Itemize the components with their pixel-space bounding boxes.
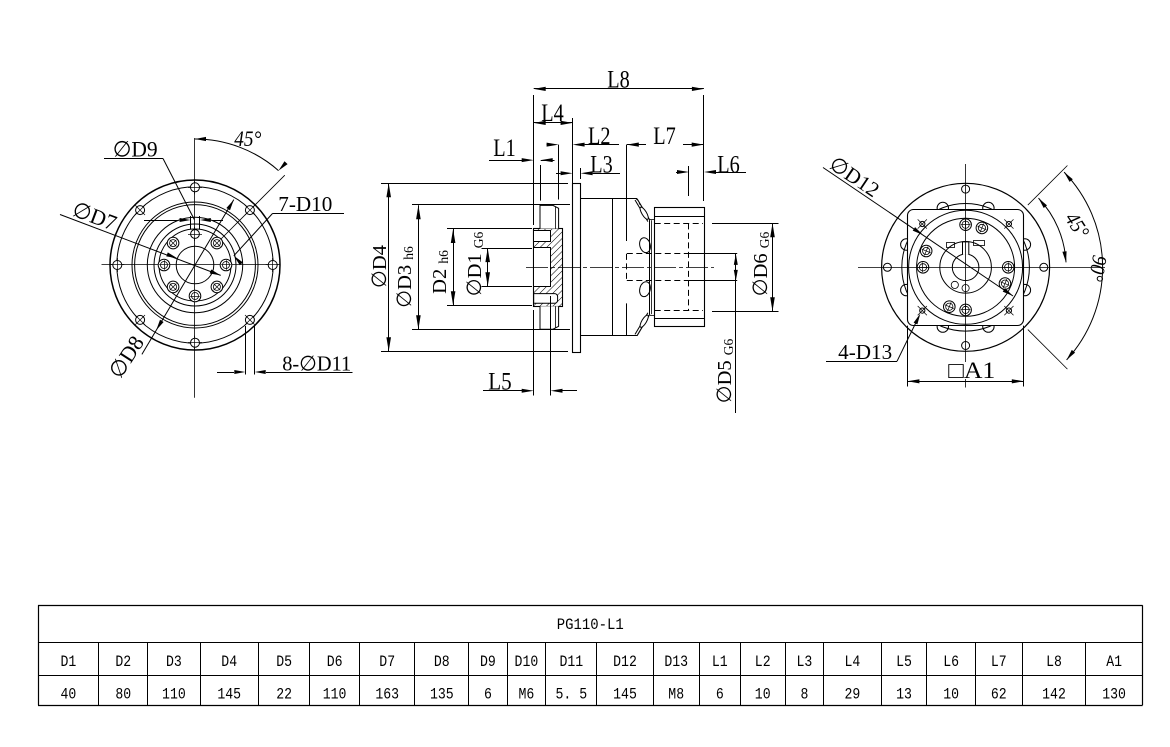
svg-text:6: 6 bbox=[484, 686, 492, 704]
svg-text:135: 135 bbox=[430, 686, 454, 704]
svg-text:L8: L8 bbox=[1046, 653, 1062, 671]
svg-text:D5: D5 bbox=[276, 653, 292, 671]
svg-text:145: 145 bbox=[613, 686, 637, 704]
svg-text:130: 130 bbox=[1102, 686, 1126, 704]
svg-text:D7: D7 bbox=[379, 653, 395, 671]
svg-text:L4: L4 bbox=[541, 100, 564, 127]
svg-text:10: 10 bbox=[755, 686, 771, 704]
svg-text:163: 163 bbox=[375, 686, 399, 704]
svg-text:110: 110 bbox=[323, 686, 347, 704]
svg-text:D12: D12 bbox=[613, 653, 637, 671]
svg-text:∅D9: ∅D9 bbox=[113, 136, 158, 161]
svg-text:7-D10: 7-D10 bbox=[278, 192, 332, 216]
svg-text:45°: 45° bbox=[234, 126, 261, 151]
svg-text:8: 8 bbox=[800, 686, 808, 704]
svg-text:M8: M8 bbox=[668, 686, 684, 704]
svg-text:D6: D6 bbox=[327, 653, 343, 671]
svg-text:62: 62 bbox=[991, 686, 1007, 704]
svg-text:L8: L8 bbox=[607, 67, 630, 94]
svg-text:∅D3 h6: ∅D3 h6 bbox=[394, 246, 416, 308]
svg-text:40: 40 bbox=[61, 686, 77, 704]
svg-text:13: 13 bbox=[896, 686, 912, 704]
svg-text:D8: D8 bbox=[434, 653, 450, 671]
svg-text:□A1: □A1 bbox=[948, 358, 995, 383]
svg-text:D9: D9 bbox=[480, 653, 496, 671]
svg-text:L5: L5 bbox=[488, 369, 512, 396]
svg-text:D13: D13 bbox=[664, 653, 688, 671]
svg-text:∅D4: ∅D4 bbox=[369, 245, 391, 288]
svg-text:142: 142 bbox=[1042, 686, 1066, 704]
svg-text:L4: L4 bbox=[845, 653, 861, 671]
svg-text:D4: D4 bbox=[221, 653, 237, 671]
svg-text:22: 22 bbox=[276, 686, 292, 704]
svg-text:A1: A1 bbox=[1106, 653, 1122, 671]
svg-text:5. 5: 5. 5 bbox=[556, 686, 588, 704]
svg-text:L3: L3 bbox=[590, 152, 613, 179]
svg-text:L2: L2 bbox=[755, 653, 771, 671]
svg-text:M6: M6 bbox=[519, 686, 535, 704]
svg-text:D3: D3 bbox=[166, 653, 182, 671]
svg-text:29: 29 bbox=[845, 686, 861, 704]
svg-text:6: 6 bbox=[716, 686, 724, 704]
svg-text:80: 80 bbox=[115, 686, 131, 704]
svg-text:L1: L1 bbox=[712, 653, 728, 671]
svg-text:L3: L3 bbox=[797, 653, 813, 671]
svg-text:L5: L5 bbox=[896, 653, 912, 671]
svg-text:D2: D2 bbox=[115, 653, 131, 671]
svg-text:L7: L7 bbox=[991, 653, 1007, 671]
svg-text:L6: L6 bbox=[943, 653, 959, 671]
svg-text:L1: L1 bbox=[493, 135, 516, 162]
svg-text:L6: L6 bbox=[717, 152, 740, 179]
svg-text:10: 10 bbox=[943, 686, 959, 704]
svg-text:D10: D10 bbox=[515, 653, 539, 671]
svg-text:145: 145 bbox=[217, 686, 241, 704]
svg-text:4-D13: 4-D13 bbox=[838, 340, 892, 364]
svg-text:L7: L7 bbox=[653, 123, 676, 150]
svg-text:D1: D1 bbox=[61, 653, 77, 671]
svg-text:110: 110 bbox=[162, 686, 186, 704]
svg-text:L2: L2 bbox=[588, 123, 611, 150]
svg-text:8-∅D11: 8-∅D11 bbox=[282, 352, 351, 376]
svg-text:90°: 90° bbox=[1084, 254, 1112, 284]
svg-text:PG110-L1: PG110-L1 bbox=[557, 616, 624, 634]
svg-text:D11: D11 bbox=[559, 653, 583, 671]
